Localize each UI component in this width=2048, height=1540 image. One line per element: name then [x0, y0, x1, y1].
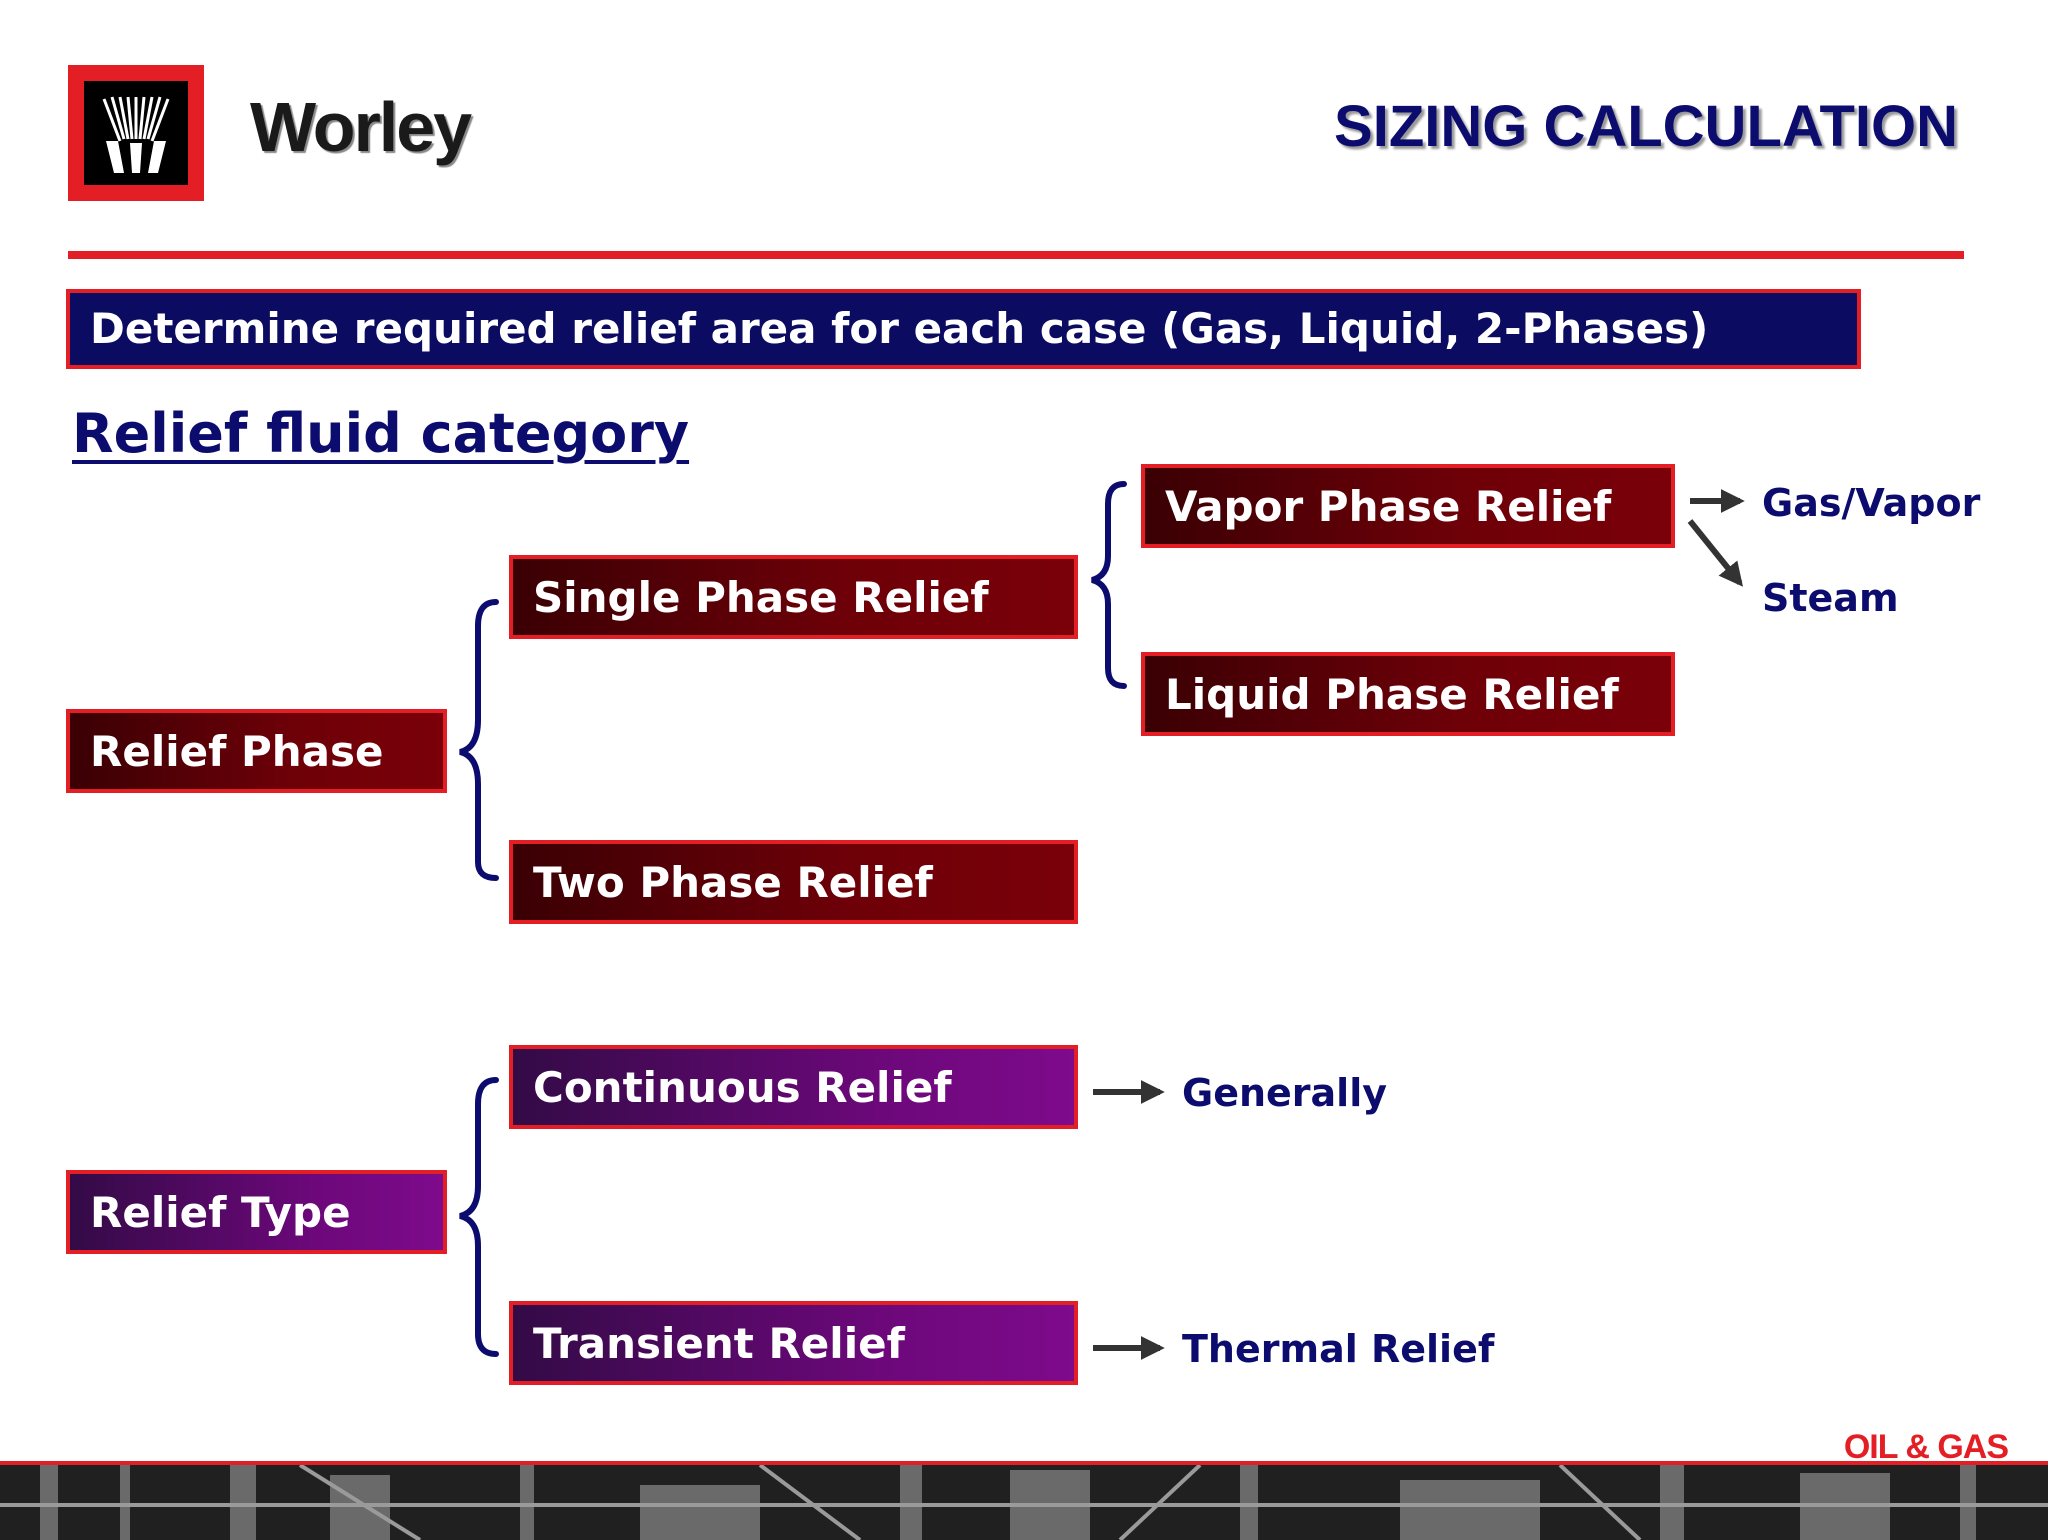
continuous-relief-label: Continuous Relief [533, 1062, 952, 1112]
transient-relief-box: Transient Relief [509, 1301, 1078, 1385]
header-divider [68, 251, 1964, 259]
single-phase-relief-box: Single Phase Relief [509, 555, 1078, 639]
relief-type-box: Relief Type [66, 1170, 447, 1254]
single-phase-brace [1091, 481, 1127, 689]
company-logo-text: Worley [250, 88, 472, 166]
logo-emblem-graphic [102, 96, 170, 173]
two-phase-relief-box: Two Phase Relief [509, 840, 1078, 924]
company-logo-mark [68, 65, 204, 201]
footer-image-band [0, 1461, 2048, 1540]
single-phase-relief-label: Single Phase Relief [533, 572, 989, 622]
relief-phase-box: Relief Phase [66, 709, 447, 793]
liquid-phase-relief-label: Liquid Phase Relief [1165, 669, 1619, 719]
thermal-relief-note: Thermal Relief [1182, 1327, 1495, 1371]
gas-vapor-note: Gas/Vapor [1762, 481, 1981, 525]
logo-emblem [84, 81, 188, 185]
relief-type-label: Relief Type [90, 1187, 351, 1237]
objective-banner: Determine required relief area for each … [66, 289, 1861, 369]
section-heading: Relief fluid category [72, 402, 690, 465]
relief-phase-label: Relief Phase [90, 726, 384, 776]
transient-relief-label: Transient Relief [533, 1318, 905, 1368]
vapor-phase-relief-label: Vapor Phase Relief [1165, 481, 1612, 531]
division-label: OIL & GAS [1843, 1428, 2009, 1466]
type-brace [459, 1077, 499, 1357]
slide-title: SIZING CALCULATION [1334, 94, 1958, 159]
arrow-steam [1687, 519, 1744, 587]
industrial-structure-graphic [0, 1465, 2048, 1540]
liquid-phase-relief-box: Liquid Phase Relief [1141, 652, 1675, 736]
phase-brace [459, 599, 499, 881]
vapor-phase-relief-box: Vapor Phase Relief [1141, 464, 1675, 548]
continuous-relief-box: Continuous Relief [509, 1045, 1078, 1129]
two-phase-relief-label: Two Phase Relief [533, 857, 933, 907]
steam-note: Steam [1762, 576, 1899, 620]
generally-note: Generally [1182, 1071, 1387, 1115]
